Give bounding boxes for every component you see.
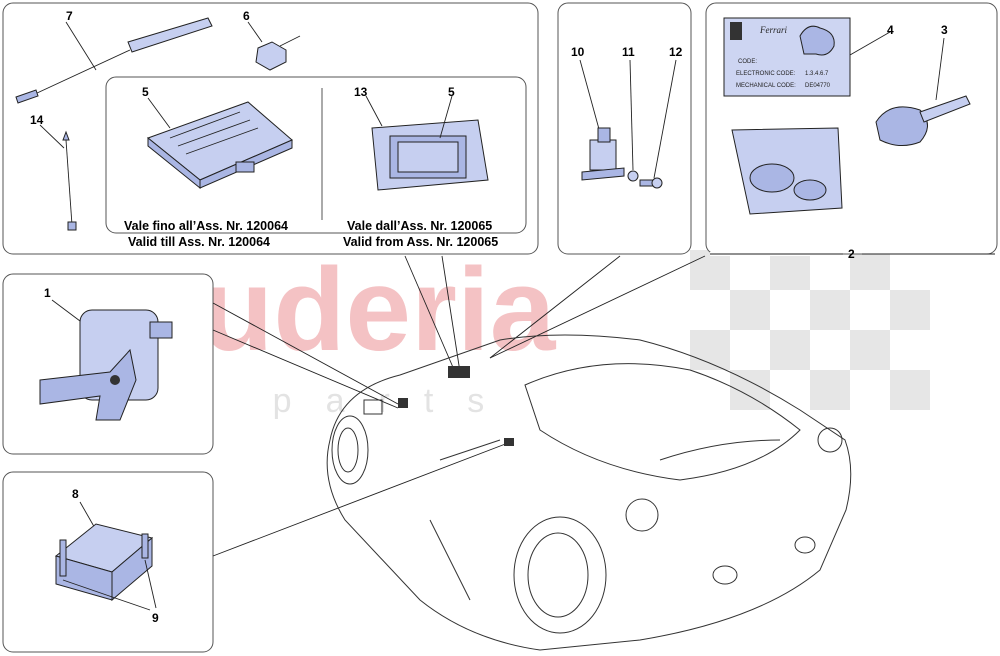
sensor-part — [581, 127, 625, 181]
car-siren-marker — [398, 398, 408, 408]
washer-part — [627, 170, 639, 182]
module-part — [54, 523, 154, 602]
key-part — [875, 95, 971, 146]
callout-3: 3 — [941, 23, 948, 37]
callout-5-late: 5 — [448, 85, 455, 99]
card-electronic-label: ELECTRONIC CODE: — [736, 71, 796, 77]
callout-13: 13 — [354, 85, 368, 99]
siren-part — [39, 309, 173, 421]
gps-antenna-part — [247, 21, 301, 71]
key-code-card: Ferrari CODE: ELECTRONIC CODE: 1.3.4.6.7… — [723, 17, 851, 97]
callout-5-early: 5 — [142, 85, 149, 99]
callout-11: 11 — [622, 45, 635, 59]
callout-2: 2 — [848, 247, 855, 261]
callout-1: 1 — [44, 286, 51, 300]
panel-siren: 1 — [2, 273, 214, 455]
probe-rod-part — [39, 124, 77, 231]
card-mechanical-label: MECHANICAL CODE: — [736, 83, 796, 89]
callout-8: 8 — [72, 487, 79, 501]
watermark-checker-flag — [690, 250, 930, 410]
callout-4: 4 — [887, 23, 894, 37]
control-unit-early-part — [146, 97, 293, 190]
control-unit-late-part — [365, 95, 489, 191]
card-brand: Ferrari — [759, 25, 787, 35]
panel-frame — [557, 2, 692, 255]
panel-control-units: 7 6 14 5 — [2, 2, 539, 255]
card-mechanical-value: DE04770 — [805, 83, 831, 89]
car-module-marker — [504, 438, 514, 446]
panel-sensor: 10 11 12 — [557, 2, 692, 255]
note-valid-from-it: Vale dall’Ass. Nr. 120065 — [347, 219, 492, 233]
note-valid-from-en: Valid from Ass. Nr. 120065 — [343, 235, 498, 249]
lock-kit-bag-part — [731, 127, 843, 215]
note-valid-till-it: Vale fino all’Ass. Nr. 120064 — [124, 219, 288, 233]
card-electronic-value: 1.3.4.6.7 — [805, 71, 829, 77]
callout-9: 9 — [152, 611, 159, 625]
callout-10: 10 — [571, 45, 585, 59]
callout-12: 12 — [669, 45, 683, 59]
panel-module: 8 9 — [2, 471, 214, 653]
panel-key-kit: Ferrari CODE: ELECTRONIC CODE: 1.3.4.6.7… — [705, 2, 998, 261]
screw-part — [639, 177, 663, 189]
car-mirror — [363, 399, 383, 415]
car-outline — [326, 334, 852, 651]
car-ecu-marker — [448, 366, 470, 378]
callout-7: 7 — [66, 9, 73, 23]
antenna-cable-part — [15, 17, 213, 104]
watermark: scuderia car parts — [70, 244, 930, 420]
card-code-label: CODE: — [738, 59, 757, 65]
leader-lines — [212, 255, 706, 557]
callout-14: 14 — [30, 113, 44, 127]
callout-6: 6 — [243, 9, 250, 23]
note-valid-till-en: Valid till Ass. Nr. 120064 — [128, 235, 270, 249]
